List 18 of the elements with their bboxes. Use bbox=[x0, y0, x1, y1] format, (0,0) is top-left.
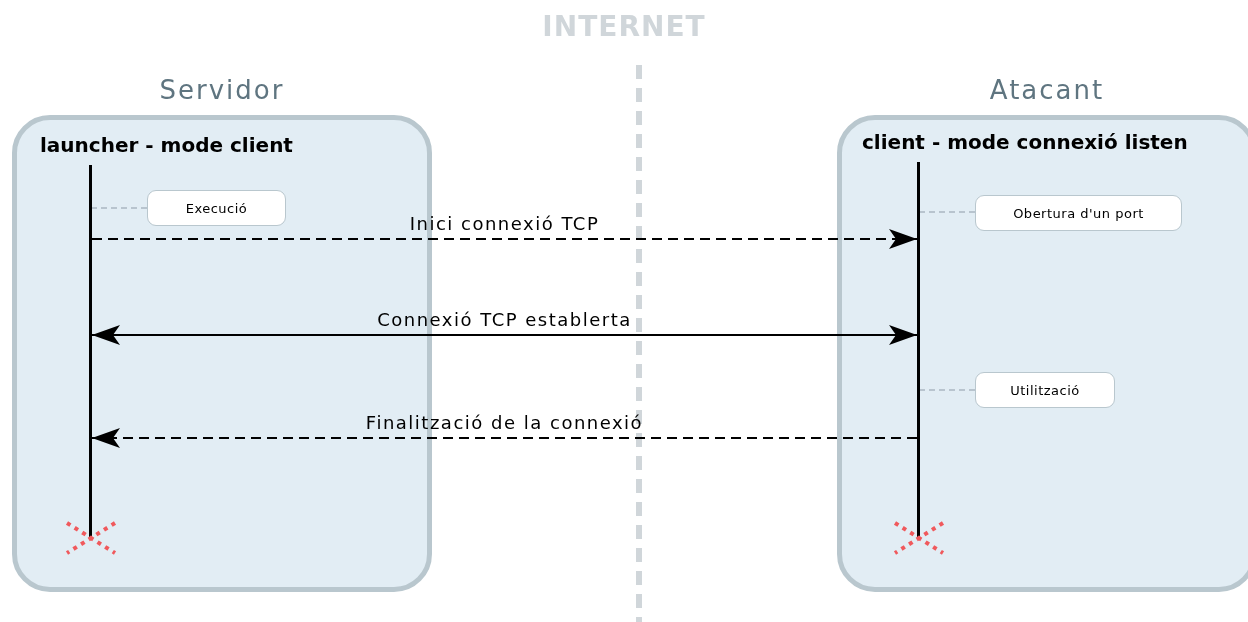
panel-title: launcher - mode client bbox=[40, 133, 293, 157]
edge-label: Inici connexió TCP bbox=[408, 214, 601, 234]
note-box: Execució bbox=[147, 190, 286, 226]
leader-line bbox=[919, 211, 976, 213]
edge-label: Connexió TCP establerta bbox=[376, 310, 633, 330]
note-box: Utilització bbox=[975, 372, 1115, 408]
leader-line bbox=[919, 389, 976, 391]
lifeline bbox=[89, 165, 92, 538]
panel-title: client - mode connexió listen bbox=[862, 130, 1188, 154]
message-arrow bbox=[91, 325, 918, 345]
actor-name: Servidor bbox=[159, 75, 285, 105]
actor-name: Atacant bbox=[989, 75, 1105, 105]
lifeline bbox=[917, 162, 920, 538]
edge-label: Finalització de la connexió bbox=[364, 413, 645, 433]
leader-line bbox=[91, 207, 148, 209]
note-box: Obertura d'un port bbox=[975, 195, 1182, 231]
message-arrow bbox=[91, 428, 918, 448]
message-arrow bbox=[91, 229, 918, 249]
